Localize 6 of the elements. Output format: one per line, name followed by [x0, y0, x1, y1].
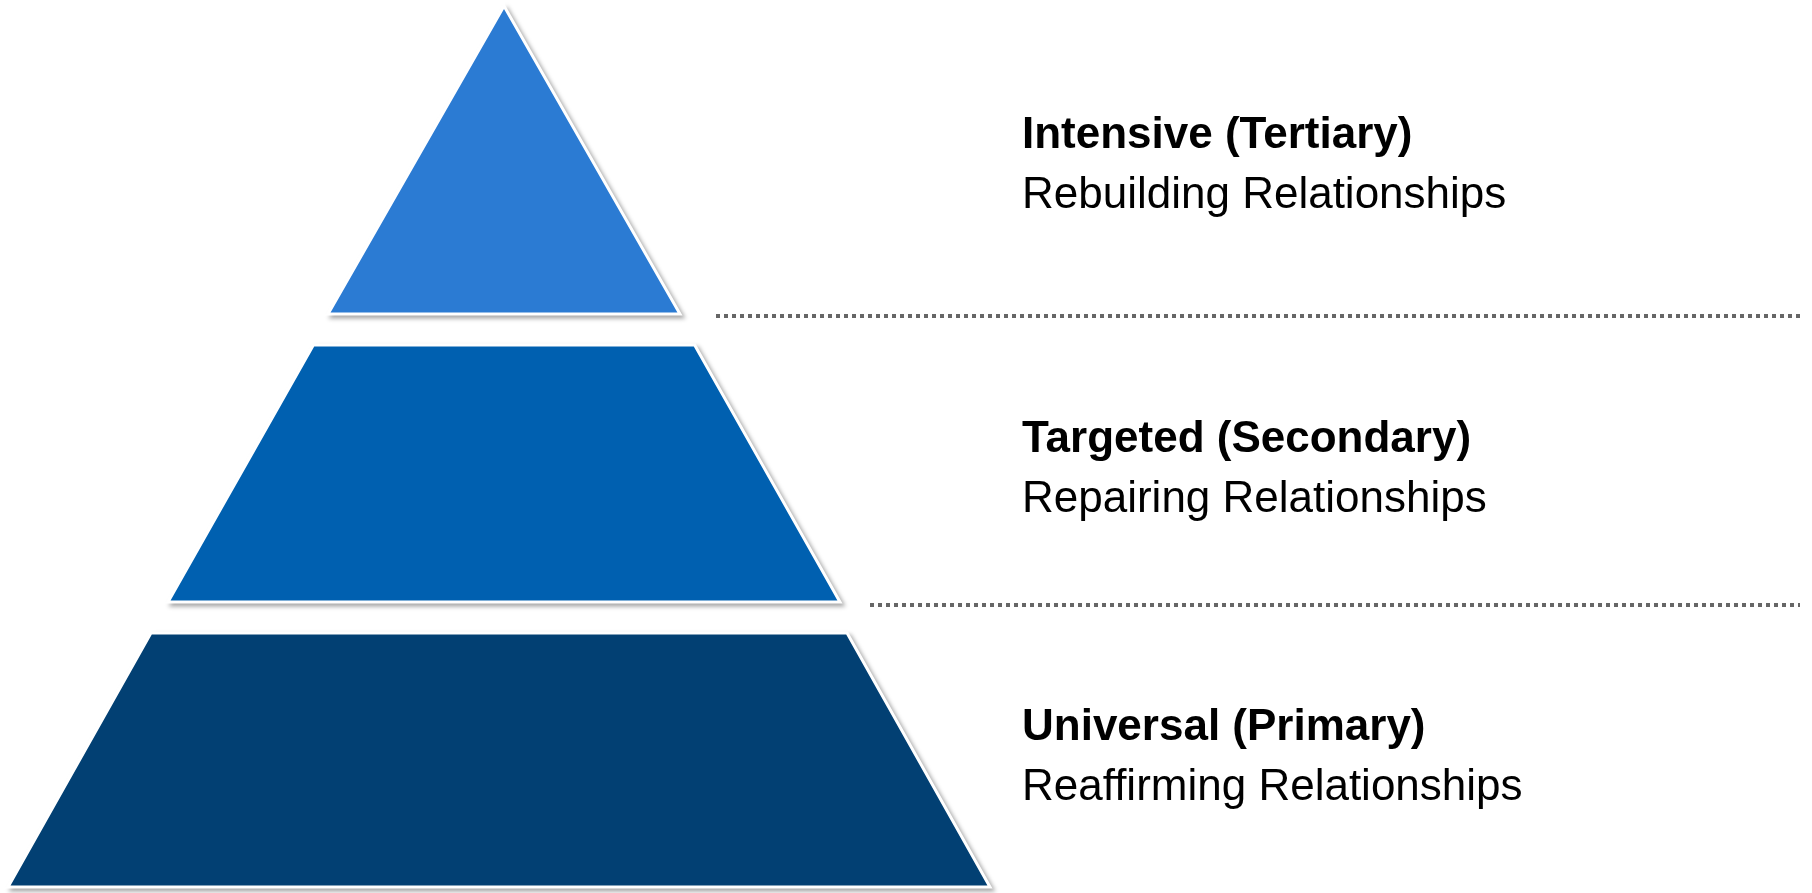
tier-title: Targeted (Secondary): [1022, 412, 1472, 463]
tier-description: Repairing Relationships: [1022, 472, 1487, 523]
tier-title: Intensive (Tertiary): [1022, 108, 1413, 159]
tier-description: Rebuilding Relationships: [1022, 168, 1507, 219]
tier-description: Reaffirming Relationships: [1022, 760, 1523, 811]
tier-title: Universal (Primary): [1022, 700, 1426, 751]
